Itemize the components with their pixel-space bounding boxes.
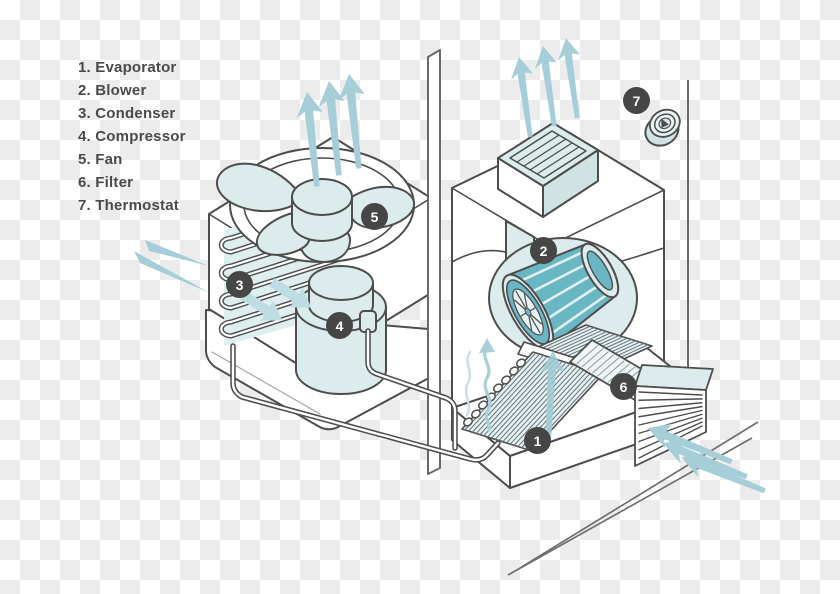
badge-filter: 6 [610, 373, 637, 400]
legend-item-blower: 2. Blower [78, 82, 147, 99]
legend: 1. Evaporator 2. Blower 3. Condenser 4. … [78, 56, 186, 217]
badge-compressor: 4 [326, 312, 353, 339]
thermostat-dial [644, 108, 681, 147]
airflow-arrows-intake [134, 240, 210, 293]
outdoor-unit [134, 72, 441, 431]
evaporator-loops [463, 358, 526, 427]
legend-list: 1. Evaporator 2. Blower 3. Condenser 4. … [78, 56, 186, 217]
legend-item-thermostat: 7. Thermostat [78, 197, 179, 214]
legend-item-evaporator: 1. Evaporator [78, 59, 177, 76]
legend-item-compressor: 4. Compressor [78, 128, 186, 145]
supply-duct [497, 122, 599, 218]
indoor-unit [230, 36, 770, 503]
badge-blower: 2 [530, 237, 557, 264]
wall [427, 49, 441, 475]
airflow-arrows-supply [508, 36, 589, 139]
fan-hub [291, 178, 353, 242]
refrigerant-lines [230, 328, 501, 463]
legend-item-condenser: 3. Condenser [78, 105, 176, 122]
compressor [295, 265, 387, 395]
badge-fan: 5 [361, 203, 388, 230]
badge-thermostat: 7 [623, 87, 650, 114]
legend-item-filter: 6. Filter [78, 174, 134, 191]
badge-evaporator: 1 [524, 427, 551, 454]
badge-condenser: 3 [226, 271, 253, 298]
airflow-arrow-interior [464, 338, 566, 442]
legend-item-fan: 5. Fan [78, 151, 123, 168]
condenser-fan [216, 147, 416, 263]
